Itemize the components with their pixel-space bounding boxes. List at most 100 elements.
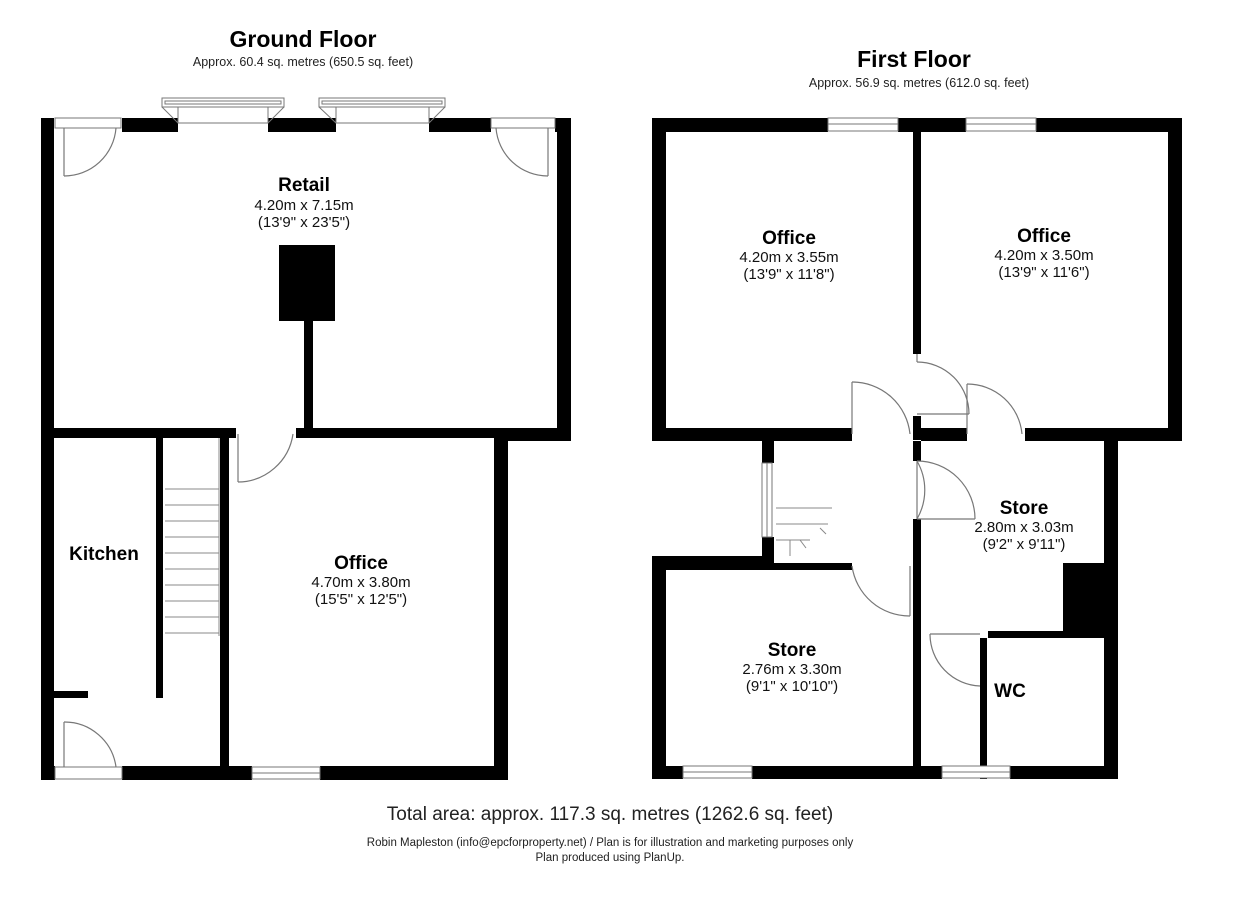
- ff-wall-office-right-bottom-1: [921, 428, 967, 441]
- ff-wall-corridor-2: [913, 519, 921, 779]
- door-kitchen: [54, 721, 123, 780]
- door-store-right-top: [966, 383, 1023, 435]
- door-office: [237, 433, 294, 483]
- room-kitchen-name: Kitchen: [69, 544, 139, 565]
- total-area: Total area: approx. 117.3 sq. metres (12…: [387, 804, 833, 825]
- room-office-ground-name: Office: [334, 553, 388, 574]
- ff-wall-office-left-bottom: [652, 428, 852, 441]
- ff-wall-bottom-1: [652, 766, 683, 779]
- window-wc: [941, 765, 1011, 779]
- ff-chimney-block: [1063, 563, 1104, 635]
- window-office-bottom: [251, 766, 321, 780]
- room-office-right-name: Office: [1017, 226, 1071, 247]
- room-office-ground-metric: 4.70m x 3.80m: [311, 574, 410, 591]
- room-retail-imperial: (13'9" x 23'5"): [258, 214, 350, 231]
- wall-partition-right: [296, 428, 496, 438]
- wall-bottom-left-corner: [41, 766, 55, 780]
- window-store-left: [682, 765, 753, 779]
- room-retail-name: Retail: [278, 175, 330, 196]
- ff-wall-offices: [913, 132, 921, 354]
- door-office-left: [851, 381, 911, 435]
- first-floor-walls: [652, 118, 1182, 779]
- ff-wall-top-3: [1036, 118, 1182, 132]
- wall-top-segment-2: [268, 118, 336, 132]
- window-stair: [761, 462, 773, 538]
- door-wc: [929, 633, 981, 687]
- room-office-left-imperial: (13'9" x 11'8"): [743, 266, 834, 283]
- ff-wall-office-right-bottom-2: [1025, 428, 1182, 441]
- room-retail-metric: 4.20m x 7.15m: [254, 197, 353, 214]
- wall-stub: [54, 691, 88, 698]
- ground-floor: Ground Floor Approx. 60.4 sq. metres (65…: [41, 26, 571, 780]
- wall-left: [41, 118, 54, 780]
- room-office-ground-imperial: (15'5" x 12'5"): [315, 591, 407, 608]
- room-office-left-metric: 4.20m x 3.55m: [739, 249, 838, 266]
- room-store-left-imperial: (9'1" x 10'10"): [746, 678, 838, 695]
- room-office-left: Office 4.20m x 3.55m (13'9" x 11'8"): [739, 228, 838, 283]
- ff-wall-bottom-3: [1010, 766, 1118, 779]
- room-store-left-name: Store: [768, 640, 817, 661]
- wall-kitchen-office: [220, 438, 229, 766]
- wall-bottom-1: [122, 766, 252, 780]
- wall-stair: [156, 438, 163, 698]
- first-floor-stairs: [776, 507, 832, 556]
- first-floor-windows: [682, 117, 1037, 779]
- door-retail-left: [54, 117, 122, 177]
- credit-line: Robin Mapleston (info@epcforproperty.net…: [367, 837, 854, 849]
- ff-wall-left-upper: [652, 118, 666, 441]
- ff-wall-offices-lower: [913, 416, 921, 440]
- ff-wall-top-1: [652, 118, 828, 132]
- room-office-ground: Office 4.70m x 3.80m (15'5" x 12'5"): [311, 553, 410, 608]
- footer: Total area: approx. 117.3 sq. metres (12…: [367, 804, 854, 864]
- ff-wall-bottom-2: [752, 766, 942, 779]
- wall-step: [495, 428, 571, 441]
- ff-wall-store-left-top-2: [772, 563, 852, 570]
- room-store-right-metric: 2.80m x 3.03m: [974, 519, 1073, 536]
- wall-chimney-stub: [304, 321, 313, 431]
- ground-floor-stairs: [165, 438, 220, 636]
- chimney-breast: [279, 245, 335, 321]
- ground-floor-walls: [41, 118, 571, 780]
- ff-wall-right-upper: [1168, 118, 1182, 441]
- wall-top-segment-3: [429, 118, 491, 132]
- wall-top-segment-1: [122, 118, 178, 132]
- first-floor: First Floor Approx. 56.9 sq. metres (612…: [652, 46, 1182, 779]
- wall-bottom-2: [320, 766, 508, 780]
- wall-partition-left: [54, 428, 236, 438]
- ff-wall-top-2: [898, 118, 966, 132]
- window-office-left: [827, 117, 899, 132]
- software-line: Plan produced using PlanUp.: [536, 852, 685, 864]
- ff-wall-left-lower: [652, 556, 666, 779]
- first-floor-doors: [851, 354, 1023, 687]
- window-bay-left: [161, 97, 285, 124]
- wall-right-retail: [557, 118, 571, 441]
- ground-floor-doors: [54, 117, 556, 780]
- door-office-right: [916, 354, 970, 415]
- ff-wall-wc-top: [988, 631, 1104, 638]
- ff-wall-wc-left: [980, 638, 987, 779]
- window-office-right: [965, 117, 1037, 132]
- room-office-right-imperial: (13'9" x 11'6"): [998, 264, 1089, 281]
- ff-wall-store-left-top-1: [652, 556, 772, 570]
- room-retail: Retail 4.20m x 7.15m (13'9" x 23'5"): [254, 175, 353, 231]
- ground-floor-title: Ground Floor: [230, 26, 377, 52]
- room-office-left-name: Office: [762, 228, 816, 249]
- ground-floor-windows: [161, 97, 446, 780]
- room-store-right-imperial: (9'2" x 9'11"): [983, 536, 1066, 553]
- ff-wall-stair-top: [762, 441, 774, 463]
- room-store-left: Store 2.76m x 3.30m (9'1" x 10'10"): [742, 640, 841, 695]
- wall-right-office: [494, 428, 508, 780]
- room-office-right: Office 4.20m x 3.50m (13'9" x 11'6"): [994, 226, 1093, 281]
- window-bay-right: [318, 97, 446, 124]
- room-store-right: Store 2.80m x 3.03m (9'2" x 9'11"): [974, 498, 1073, 553]
- room-store-right-name: Store: [1000, 498, 1049, 519]
- room-kitchen: Kitchen: [69, 544, 139, 565]
- first-floor-area: Approx. 56.9 sq. metres (612.0 sq. feet): [809, 76, 1029, 90]
- first-floor-title: First Floor: [857, 46, 971, 72]
- room-office-right-metric: 4.20m x 3.50m: [994, 247, 1093, 264]
- door-store-left: [851, 565, 911, 617]
- ff-wall-right-lower: [1104, 428, 1118, 779]
- room-wc: WC: [994, 681, 1026, 702]
- door-retail-right: [490, 117, 556, 177]
